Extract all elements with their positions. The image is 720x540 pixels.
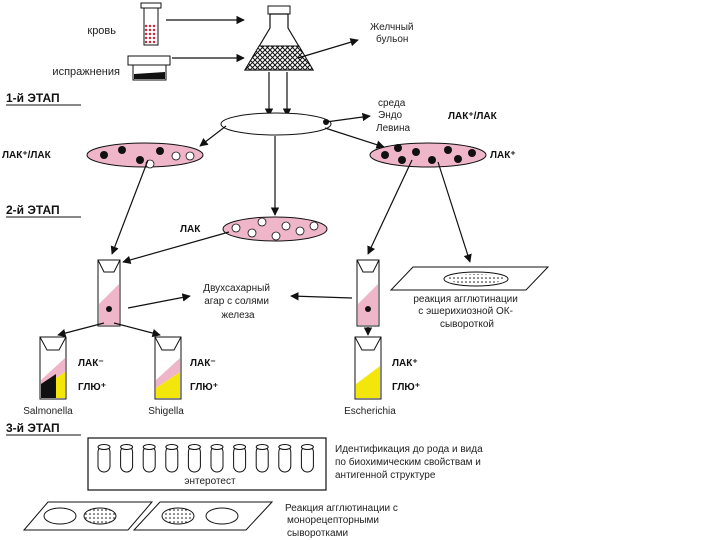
identification-label: Идентификация до рода и вида по биохимич… bbox=[335, 443, 485, 481]
feces-label: испражнения bbox=[52, 66, 120, 78]
endo-medium-label: среда Эндо Левина bbox=[376, 98, 411, 134]
arrow-plate-to-left bbox=[199, 125, 227, 147]
enterotest-well bbox=[165, 444, 179, 473]
salmonella-lac: ЛАК⁻ bbox=[78, 358, 104, 369]
shigella-tube bbox=[154, 336, 182, 400]
stage-1-label: 1-й ЭТАП bbox=[6, 91, 60, 105]
escherichia-name: Escherichia bbox=[344, 406, 396, 417]
salmonella-glu: ГЛЮ⁺ bbox=[78, 382, 106, 393]
lac-label: ЛАК bbox=[180, 224, 201, 235]
enterotest-well bbox=[142, 444, 156, 473]
escherichia-tube bbox=[354, 336, 382, 400]
arrow-plate-to-right bbox=[324, 127, 385, 149]
escherichia-lac: ЛАК⁺ bbox=[392, 358, 418, 369]
arrow-kligler-to-shigella bbox=[113, 322, 161, 338]
arrow-left-plate-to-tube bbox=[110, 159, 149, 255]
right-endo-plate bbox=[369, 142, 487, 168]
kligler-label: Двухсахарный агар с солями железа bbox=[203, 283, 272, 321]
kligler-tube-left bbox=[97, 259, 121, 327]
stage-2-label: 2-й ЭТАП bbox=[6, 203, 60, 217]
enterotest-well bbox=[255, 444, 269, 473]
endo-plate-empty bbox=[220, 112, 332, 136]
left-endo-plate bbox=[86, 142, 204, 169]
enterotest-rack bbox=[87, 437, 327, 491]
enterotest-well bbox=[210, 444, 224, 473]
arrow-kligler-to-salmonella bbox=[57, 322, 105, 338]
enterotest-well bbox=[120, 444, 134, 473]
mono-agglutination-slide-2 bbox=[132, 501, 274, 531]
enterotest-label: энтеротест bbox=[184, 476, 236, 487]
enterotest-well bbox=[187, 444, 201, 473]
arrow-plate-to-medium bbox=[325, 112, 371, 123]
escherichia-glu: ГЛЮ⁺ bbox=[392, 382, 420, 393]
mono-agglutination-slide-1 bbox=[22, 501, 154, 531]
stage-3-label: 3-й ЭТАП bbox=[6, 421, 60, 435]
bile-broth-flask bbox=[243, 5, 315, 71]
blood-tube bbox=[140, 2, 162, 46]
bile-broth-label: Желчный бульон bbox=[370, 22, 416, 45]
lac-plus-label: ЛАК⁺ bbox=[490, 150, 516, 161]
shigella-name: Shigella bbox=[148, 406, 184, 417]
enterotest-well bbox=[278, 444, 292, 473]
arrow-flask-to-label bbox=[297, 38, 359, 59]
salmonella-name: Salmonella bbox=[23, 406, 73, 417]
agglutination-slide-ok bbox=[389, 266, 550, 291]
salmonella-tube bbox=[39, 336, 67, 400]
shigella-glu: ГЛЮ⁺ bbox=[190, 382, 218, 393]
lac-plus-minus-label: ЛАК⁺/ЛАК bbox=[448, 111, 498, 122]
agglutination-ok-label: реакция агглютинации с эшерихиозной ОК- … bbox=[413, 294, 520, 330]
middle-endo-plate bbox=[222, 216, 328, 242]
mono-agglutination-label: Реакция агглютинации с монорецепторными … bbox=[285, 503, 401, 539]
arrow-right-plate-to-tube bbox=[367, 159, 413, 255]
enterotest-well bbox=[300, 444, 314, 473]
shigella-lac: ЛАК⁻ bbox=[190, 358, 216, 369]
arrow-left-tube-to-kligler bbox=[127, 293, 191, 309]
enterotest-well bbox=[97, 444, 111, 473]
kligler-tube-right bbox=[356, 259, 380, 327]
lac-plus-minus-left-label: ЛАК⁺/ЛАК bbox=[2, 150, 52, 161]
feces-container bbox=[127, 55, 171, 81]
arrow-right-tube-to-kligler bbox=[290, 292, 353, 301]
arrow-middle-plate-to-tube bbox=[122, 231, 230, 264]
arrow-right-plate-to-slide bbox=[437, 161, 472, 263]
blood-label: кровь bbox=[87, 25, 116, 37]
enterotest-well bbox=[233, 444, 247, 473]
